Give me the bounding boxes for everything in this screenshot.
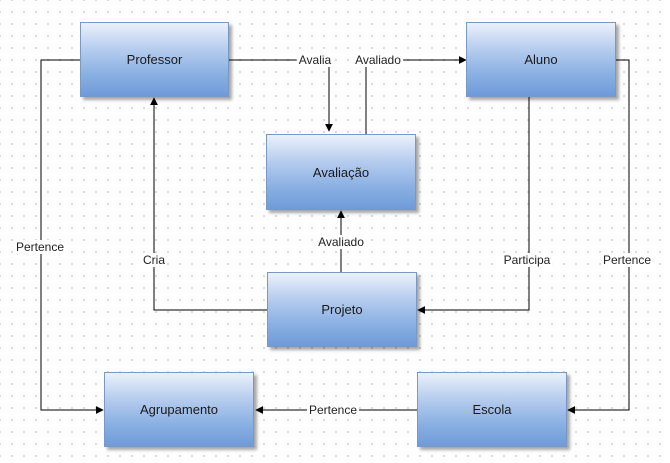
edge-aluno-projeto [417,97,530,314]
node-professor[interactable]: Professor [80,22,229,97]
edge-label-avaliado-projeto: Avaliado [316,235,366,249]
node-aluno[interactable]: Aluno [466,22,616,97]
edge-aluno-escola [567,59,630,414]
edge-projeto-professor [150,97,267,311]
edge-label-pertence-escola: Pertence [306,403,360,417]
edge-label-pertence-professor: Pertence [13,240,67,254]
node-avaliacao-label: Avaliação [312,164,370,180]
node-professor-label: Professor [126,52,183,67]
edge-label-participa: Participa [501,253,553,267]
edge-label-cria: Cria [140,253,168,267]
node-projeto-label: Projeto [321,302,363,317]
node-projeto[interactable]: Projeto [267,272,417,347]
edge-label-pertence-aluno: Pertence [600,253,654,267]
edge-professor-agrupamento [40,59,104,414]
node-aluno-label: Aluno [524,52,558,67]
edge-label-avalia: Avalia [296,53,334,67]
node-avaliacao[interactable]: Avaliação [266,134,416,210]
node-agrupamento[interactable]: Agrupamento [104,372,254,447]
edge-professor-avaliacao [229,59,333,132]
node-agrupamento-label: Agrupamento [139,402,219,417]
edge-label-avaliado-aluno: Avaliado [353,53,403,67]
node-escola[interactable]: Escola [417,372,567,447]
node-escola-label: Escola [472,402,512,417]
edge-avaliacao-aluno [365,56,467,134]
